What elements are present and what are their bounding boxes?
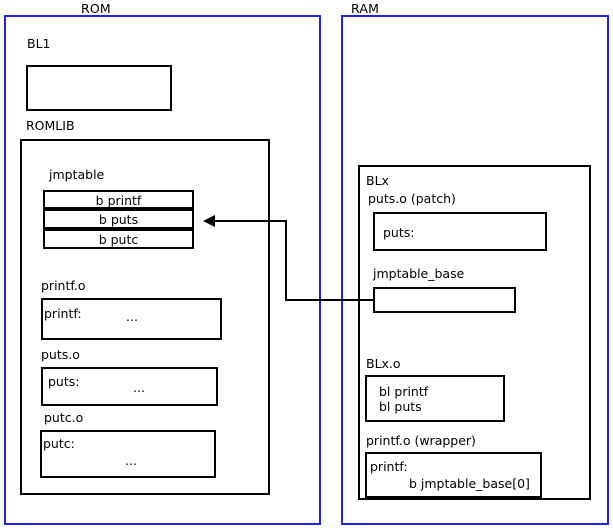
connector-segment-horizontal-lower — [285, 299, 375, 301]
blx-o-caption: BLx.o — [366, 356, 401, 371]
blx-o-line-1: bl printf — [379, 384, 429, 399]
rom-printf-symbol: printf: — [44, 306, 82, 321]
rom-printf-o-box: printf: ... — [41, 298, 222, 340]
blx-o-line-2: bl puts — [379, 399, 422, 414]
connector-segment-vertical — [285, 220, 287, 301]
ram-puts-patch-symbol: puts: — [383, 225, 415, 240]
jmptable-entry-1: b puts — [43, 209, 194, 229]
ram-puts-patch-caption: puts.o (patch) — [368, 191, 456, 206]
rom-printf-body: ... — [126, 309, 138, 324]
jmptable-base-caption: jmptable_base — [373, 266, 465, 281]
bl1-caption: BL1 — [27, 36, 51, 51]
ram-region — [341, 15, 609, 525]
printf-wrapper-symbol: printf: — [370, 459, 408, 474]
printf-wrapper-instruction: b jmptable_base[0] — [409, 476, 530, 491]
rom-putc-o-caption: putc.o — [44, 410, 84, 425]
romlib-caption: ROMLIB — [26, 118, 75, 133]
rom-puts-o-box: puts: ... — [41, 367, 218, 406]
rom-puts-o-caption: puts.o — [41, 347, 80, 362]
printf-wrapper-box: printf: b jmptable_base[0] — [365, 452, 542, 498]
rom-printf-o-caption: printf.o — [41, 278, 86, 293]
rom-region — [4, 15, 321, 525]
connector-segment-horizontal-upper — [214, 220, 287, 222]
rom-putc-o-box: putc: ... — [40, 430, 216, 478]
rom-putc-symbol: putc: — [43, 436, 75, 451]
jmptable-caption: jmptable — [49, 167, 105, 182]
printf-wrapper-caption: printf.o (wrapper) — [366, 433, 476, 448]
bl1-box — [26, 65, 172, 111]
jmptable-base-box — [373, 287, 516, 313]
rom-puts-body: ... — [133, 380, 145, 395]
ram-region-label: RAM — [351, 1, 380, 16]
rom-putc-body: ... — [125, 453, 137, 468]
connector-arrowhead-icon — [203, 215, 215, 227]
blx-o-box: bl printf bl puts — [365, 375, 505, 422]
rom-puts-symbol: puts: — [48, 374, 80, 389]
blx-caption: BLx — [366, 173, 389, 188]
ram-puts-patch-box: puts: — [373, 212, 547, 251]
jmptable-entry-2: b putc — [43, 229, 194, 249]
jmptable-entry-0: b printf — [43, 190, 194, 209]
rom-region-label: ROM — [81, 1, 111, 16]
